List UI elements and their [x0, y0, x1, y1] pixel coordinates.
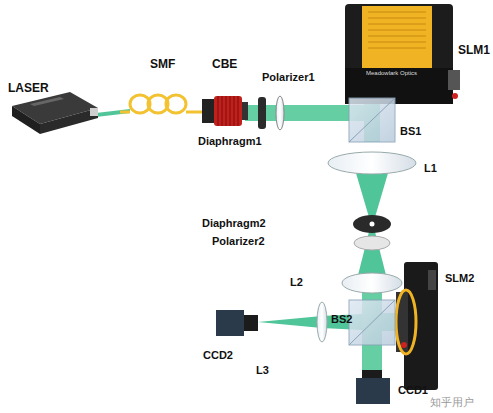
- part-label: Meadowlark Optics: [366, 70, 417, 76]
- collimator: [202, 96, 248, 126]
- polarizer: [354, 236, 390, 250]
- diaphragm: [258, 97, 266, 129]
- slm-device: [345, 4, 460, 104]
- part-label: CCD2: [203, 350, 233, 361]
- watermark: 知乎用户: [430, 397, 474, 408]
- beam-splitter: [349, 300, 395, 345]
- camera: [356, 370, 390, 404]
- part-label: L1: [424, 163, 437, 174]
- part-label: Polarizer2: [212, 236, 265, 247]
- fiber-coil: [120, 95, 202, 113]
- part-label: L3: [256, 365, 269, 376]
- part-label: BS2: [331, 314, 352, 325]
- part-label: Diaphragm2: [202, 218, 266, 229]
- part-label: Polarizer1: [262, 72, 315, 83]
- part-label: SLM1: [458, 44, 490, 56]
- part-label: SLM2: [445, 273, 474, 284]
- lens: [342, 273, 402, 293]
- camera: [216, 310, 258, 336]
- part-label: LASER: [8, 82, 49, 94]
- laser-source: [12, 92, 98, 134]
- lens: [328, 152, 416, 174]
- beam-splitter: [349, 98, 395, 142]
- part-label: BS1: [400, 126, 421, 137]
- slm-device: [396, 262, 438, 390]
- part-label: L2: [290, 277, 303, 288]
- diaphragm: [353, 215, 391, 233]
- part-label: CCD1: [398, 385, 428, 396]
- lens: [317, 302, 327, 342]
- part-label: SMF: [150, 58, 175, 70]
- part-label: CBE: [212, 58, 237, 70]
- polarizer: [276, 96, 284, 130]
- part-label: Diaphragm1: [198, 136, 262, 147]
